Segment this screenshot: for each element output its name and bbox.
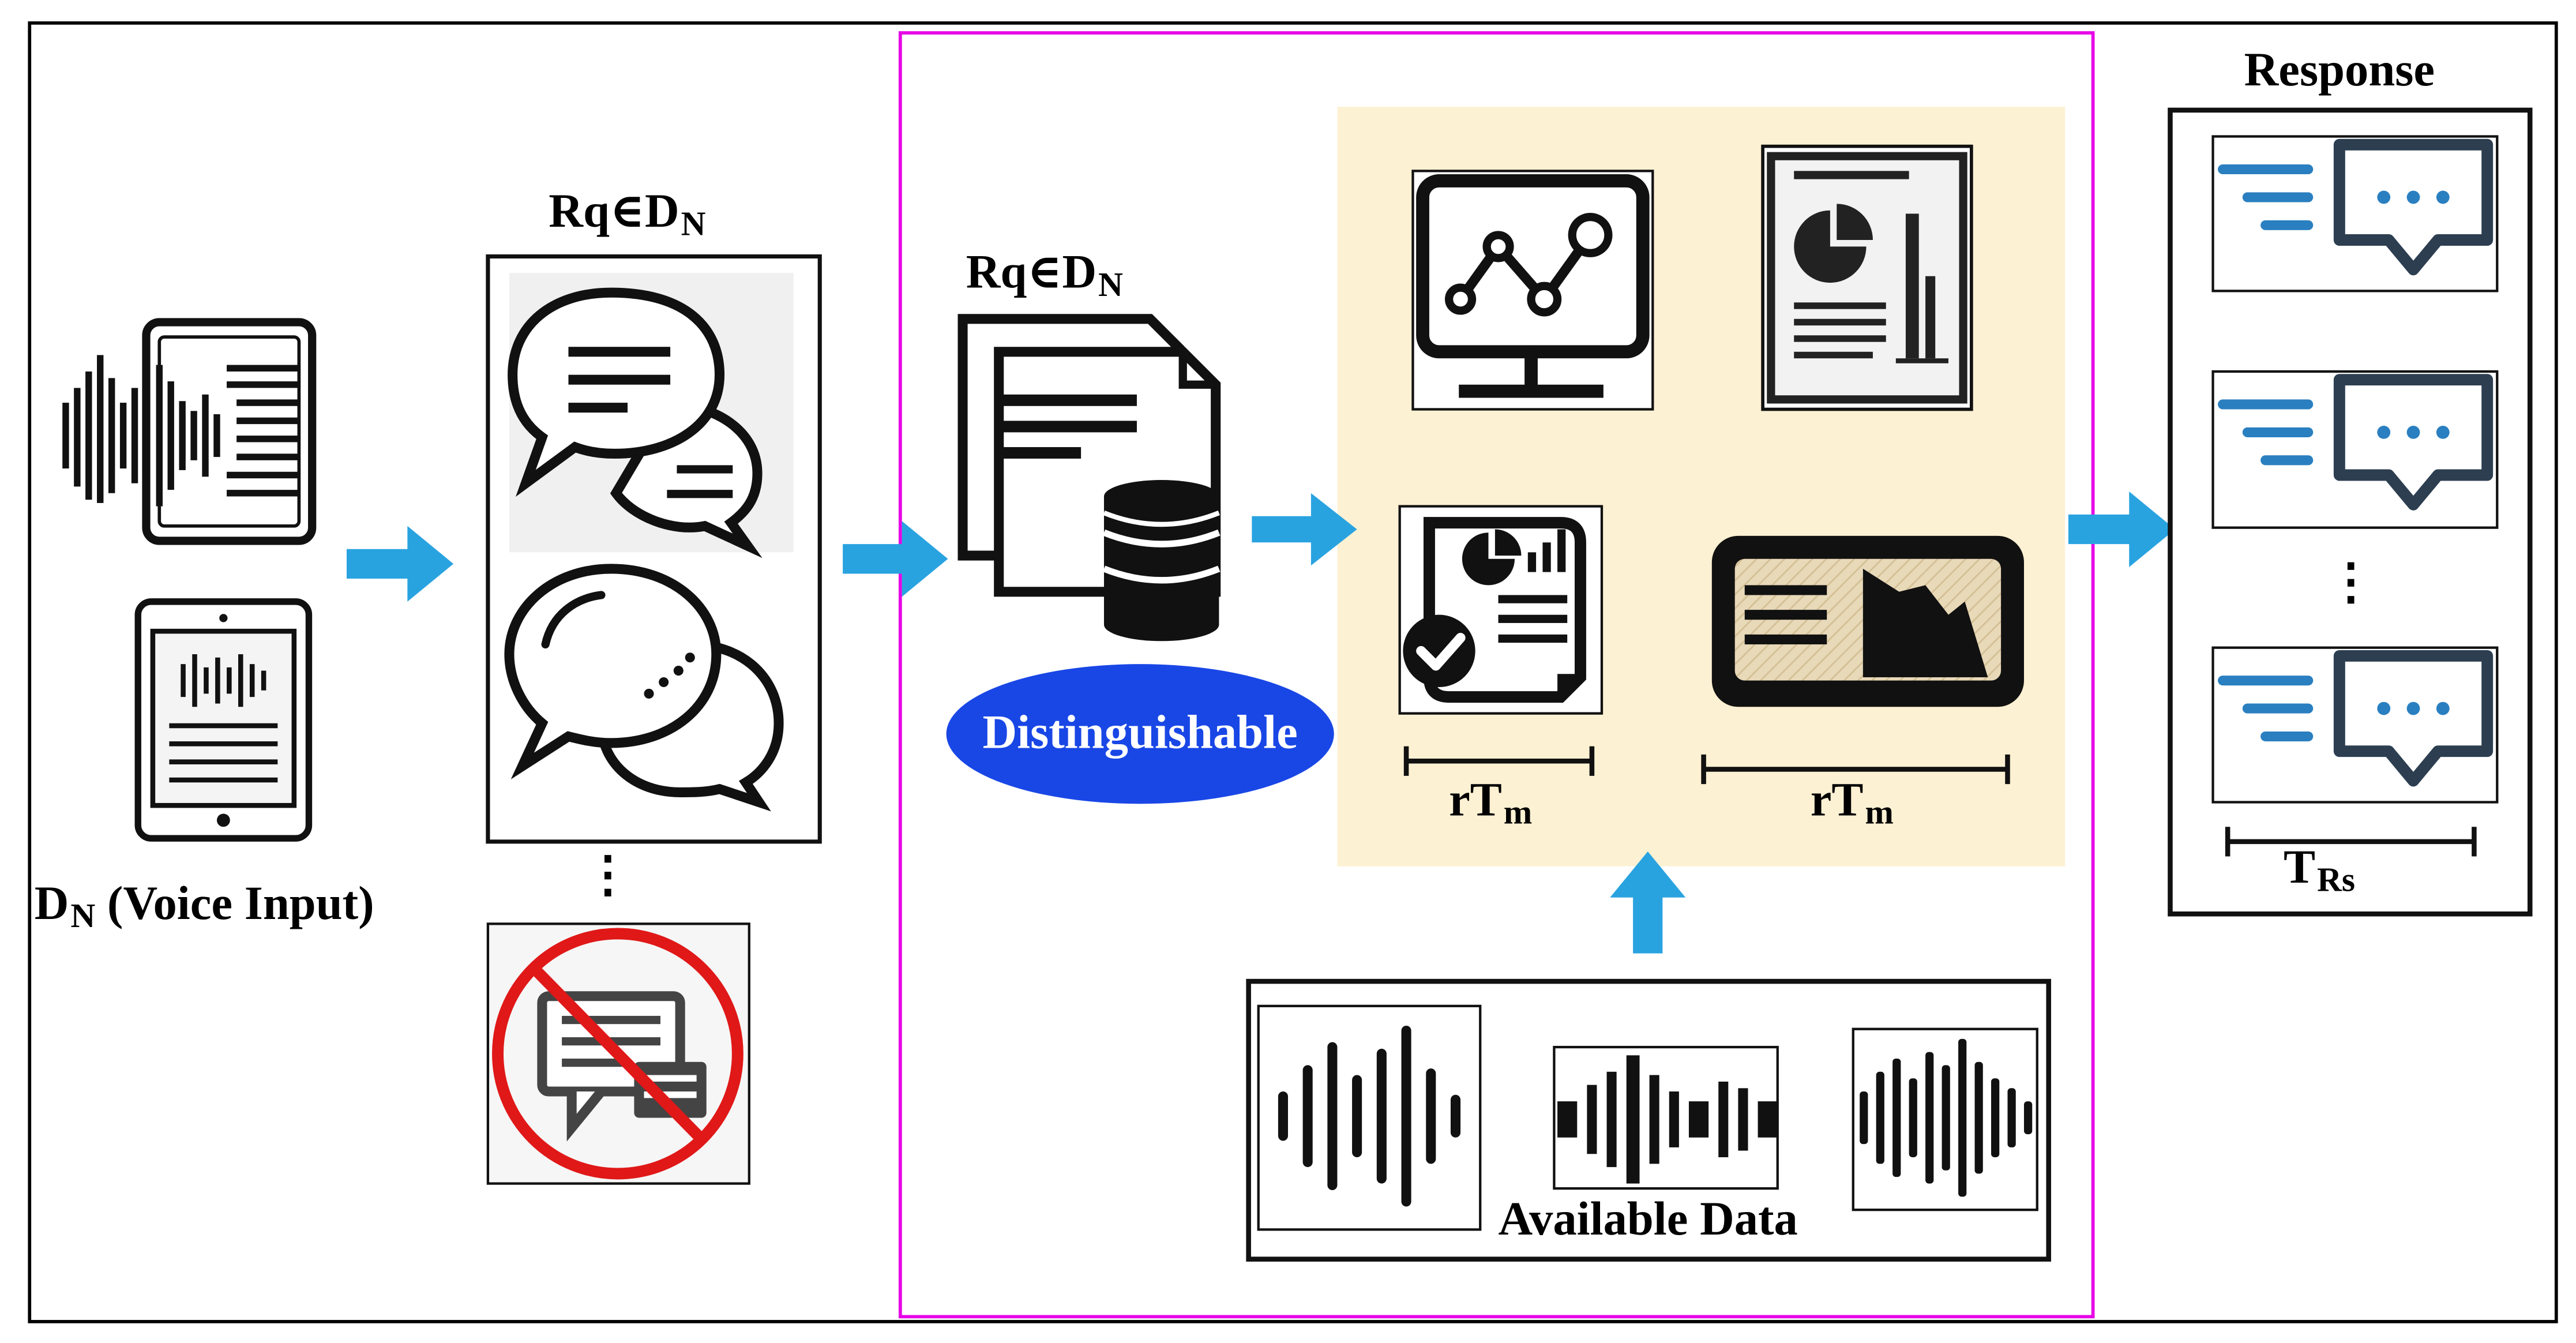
tablet-audio-icon: [134, 598, 313, 842]
response-chat-icon: [2211, 646, 2499, 804]
chat-bubbles-icon: [508, 273, 794, 558]
trs-range-bar: [2225, 827, 2477, 857]
up-arrow-icon: [1610, 851, 1686, 954]
checked-report-icon: [1398, 505, 1604, 715]
no-chat-icon: [486, 922, 750, 1185]
response-chat-icon: [2211, 135, 2499, 292]
request-ellipsis: ⋮: [583, 848, 633, 903]
dashboard-card-icon: [1711, 535, 2024, 707]
right-arrow-icon: [2068, 491, 2176, 568]
outer-frame: [28, 21, 2558, 1323]
sound-wave-icon: [1553, 1045, 1779, 1190]
response-chat-icon: [2211, 370, 2499, 529]
right-arrow-icon: [346, 526, 454, 602]
distinguishable-badge: Distinguishable: [946, 664, 1334, 804]
chat-bubbles-outline-icon: [504, 564, 784, 812]
report-pie-chart-icon: [1761, 144, 1973, 411]
processing-region: [898, 31, 2095, 1319]
document-database-icon: [957, 314, 1221, 642]
right-arrow-icon: [1252, 493, 1357, 566]
rtm-range-bar-right: [1701, 754, 2010, 785]
monitor-chart-icon: [1411, 170, 1654, 411]
sound-wave-icon: [1852, 1027, 2038, 1211]
right-arrow-icon: [843, 521, 948, 597]
rtm-range-bar-left: [1403, 746, 1595, 776]
available-data-label: Available Data: [1498, 1193, 1798, 1246]
response-ellipsis: ⋮: [2326, 556, 2376, 610]
sound-wave-icon: [1257, 1004, 1482, 1231]
voice-document-icon: [62, 318, 317, 545]
response-title: Response: [2244, 44, 2435, 97]
